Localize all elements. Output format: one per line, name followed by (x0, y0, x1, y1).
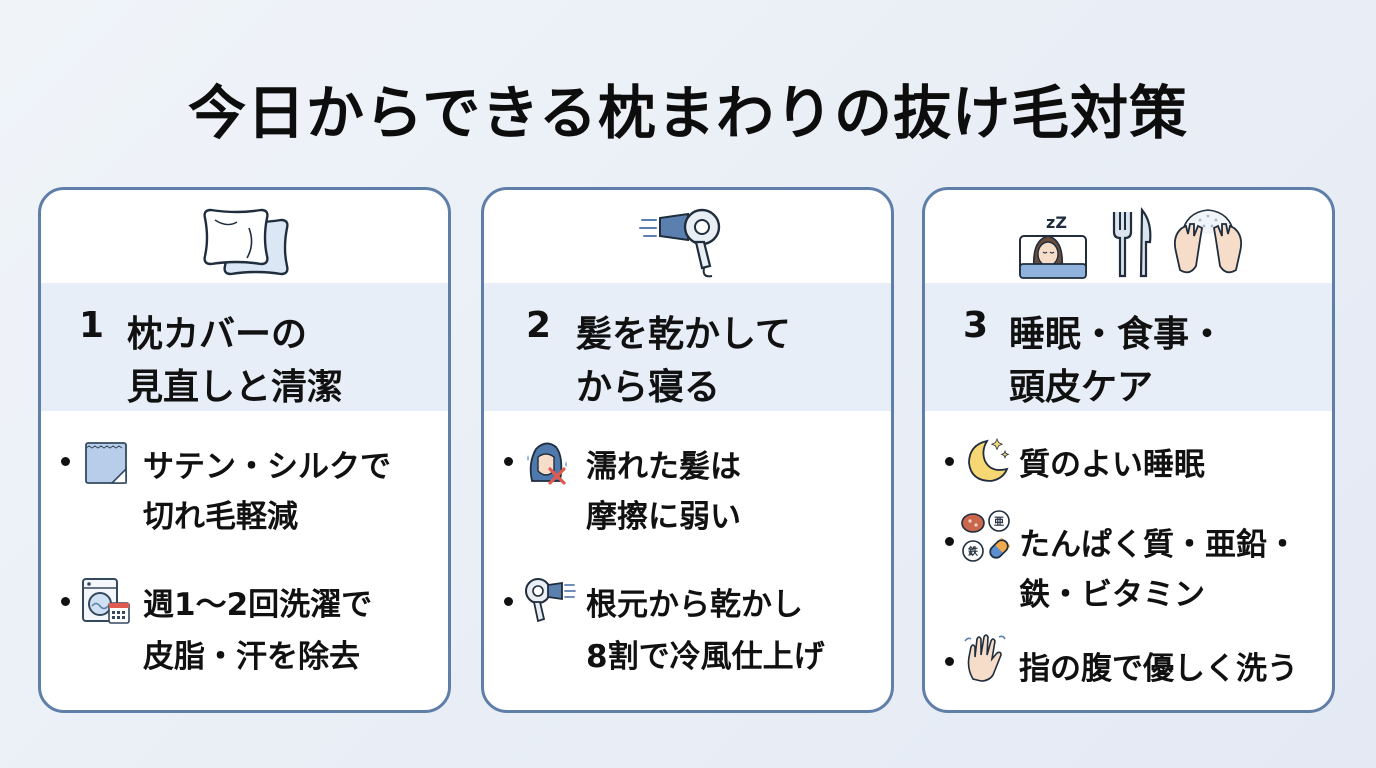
card-heading-line-2: から寝る (576, 367, 721, 408)
card-heading-line-1: 睡眠・食事・ (1009, 314, 1226, 355)
card-pillow-cover: 1 枕カバーの 見直しと清潔 サテン・シルクで 切れ毛軽減 (38, 187, 451, 713)
nutrients-icon: 亜 鉄 (961, 510, 1011, 562)
dryer-cool-air-icon (525, 578, 576, 623)
card-header: 3 睡眠・食事・ 頭皮ケア (925, 283, 1332, 411)
bullet (504, 597, 513, 606)
page-title: 今日からできる枕まわりの抜け毛対策 (187, 79, 1189, 147)
bullet (61, 597, 70, 606)
bullet (61, 457, 70, 466)
hair-dryer-icon (638, 208, 720, 278)
sleep-zz: zZ (1046, 213, 1067, 232)
washing-machine-calendar-icon (82, 578, 130, 624)
bullet (945, 657, 954, 666)
pillow-icon (202, 208, 289, 276)
card-number: 3 (963, 305, 989, 346)
card-header: 1 枕カバーの 見直しと清潔 (41, 283, 448, 411)
card-number: 1 (79, 305, 105, 346)
finger-pad-wash-icon (964, 634, 1006, 682)
bullet (945, 457, 954, 466)
card-heading-line-1: 枕カバーの (127, 314, 308, 355)
satin-fabric-icon (85, 442, 127, 484)
scalp-massage-icon (1173, 209, 1242, 274)
card-heading-line-1: 髪を乾かして (576, 314, 791, 355)
card-number: 2 (526, 305, 552, 346)
card-sleep-diet-scalp: zZ 3 睡眠・食事・ 頭皮ケア (922, 187, 1335, 713)
wet-hair-no-friction-icon (527, 442, 567, 485)
card-dry-hair: 2 髪を乾かして から寝る 濡れた髪は 摩擦に弱い (481, 187, 894, 713)
sleeping-person-icon: zZ (1018, 213, 1087, 279)
moon-stars-icon (968, 438, 1010, 482)
iron-badge: 鉄 (968, 545, 978, 558)
zinc-badge: 亜 (994, 516, 1004, 528)
card-heading-line-2: 見直しと清潔 (127, 367, 344, 408)
bullet (504, 457, 513, 466)
card-header: 2 髪を乾かして から寝る (484, 283, 891, 411)
fork-knife-icon (1112, 207, 1151, 278)
bullet (945, 537, 954, 546)
card-heading-line-2: 頭皮ケア (1009, 367, 1154, 408)
